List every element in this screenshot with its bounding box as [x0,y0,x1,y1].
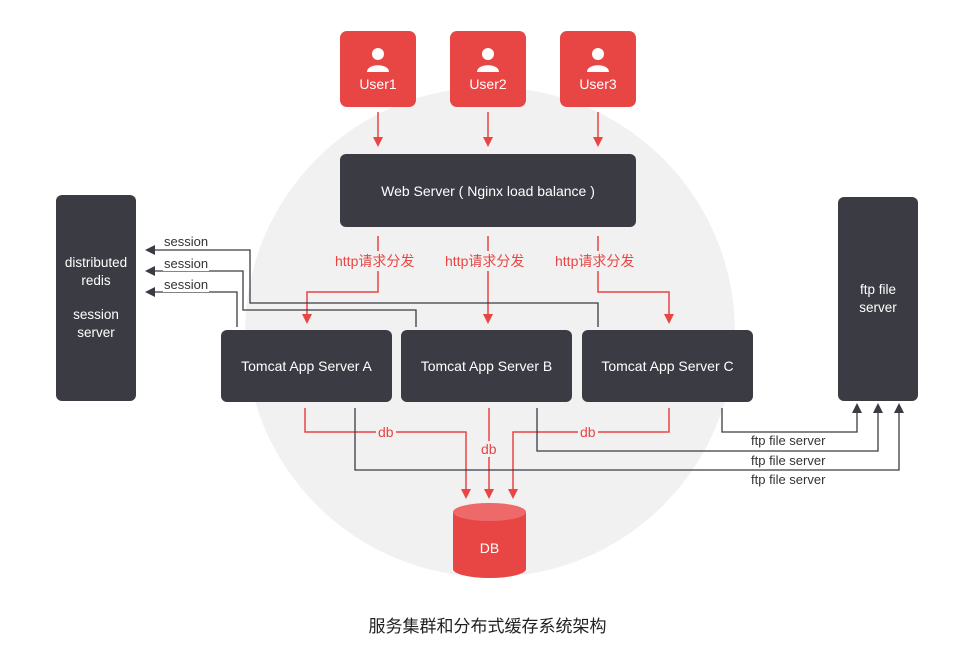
user-icon [477,47,499,72]
db-label-a: db [376,424,396,440]
web-server-label: Web Server ( Nginx load balance ) [381,182,595,199]
arrow-web-app-c [597,236,674,324]
app-server-b: Tomcat App Server B [401,330,572,402]
redis-line4: server [77,325,115,340]
redis-line3: session [73,307,119,322]
app-server-c: Tomcat App Server C [582,330,753,402]
app-server-a-label: Tomcat App Server A [241,358,372,374]
app-server-b-label: Tomcat App Server B [420,358,553,374]
http-label-a: http请求分发 [333,251,417,271]
ftp-line-b [536,403,883,452]
session-label-2: session [163,256,210,271]
http-label-b: http请求分发 [443,251,527,271]
session-label-1: session [163,234,210,249]
db-node-label: DB [479,540,500,556]
app-server-a: Tomcat App Server A [221,330,392,402]
ftp-line1: ftp file [859,282,897,297]
http-label-c: http请求分发 [553,251,637,271]
db-cylinder [453,503,526,578]
ftp-label-2: ftp file server [750,453,827,468]
redis-session-server: distributed redis session server [56,195,136,401]
user-icon [367,47,389,72]
session-line-b [145,266,417,327]
ftp-label-3: ftp file server [750,472,827,487]
diagram-caption: 服务集群和分布式缓存系统架构 [368,617,607,636]
ftp-file-server: ftp file server [838,197,918,401]
ftp-line-a [354,403,904,471]
user1-label: User1 [359,75,397,92]
arrow-web-app-a [302,236,379,324]
session-label-3: session [163,277,210,292]
user1-node: User1 [340,31,416,107]
db-label-c: db [578,424,598,440]
user2-label: User2 [469,75,507,92]
user3-node: User3 [560,31,636,107]
redis-line1: distributed [64,255,128,270]
web-server-node: Web Server ( Nginx load balance ) [340,154,636,227]
user3-label: User3 [579,75,617,92]
redis-line2: redis [81,273,111,288]
ftp-line-c [721,403,862,433]
ftp-line2: server [859,300,897,315]
session-line-a [145,287,238,327]
session-line-c [145,245,599,327]
user-icon [587,47,609,72]
db-label-b: db [479,441,499,457]
user2-node: User2 [450,31,526,107]
db-line-a [304,408,471,499]
ftp-label-1: ftp file server [750,433,827,448]
app-server-c-label: Tomcat App Server C [601,358,734,374]
